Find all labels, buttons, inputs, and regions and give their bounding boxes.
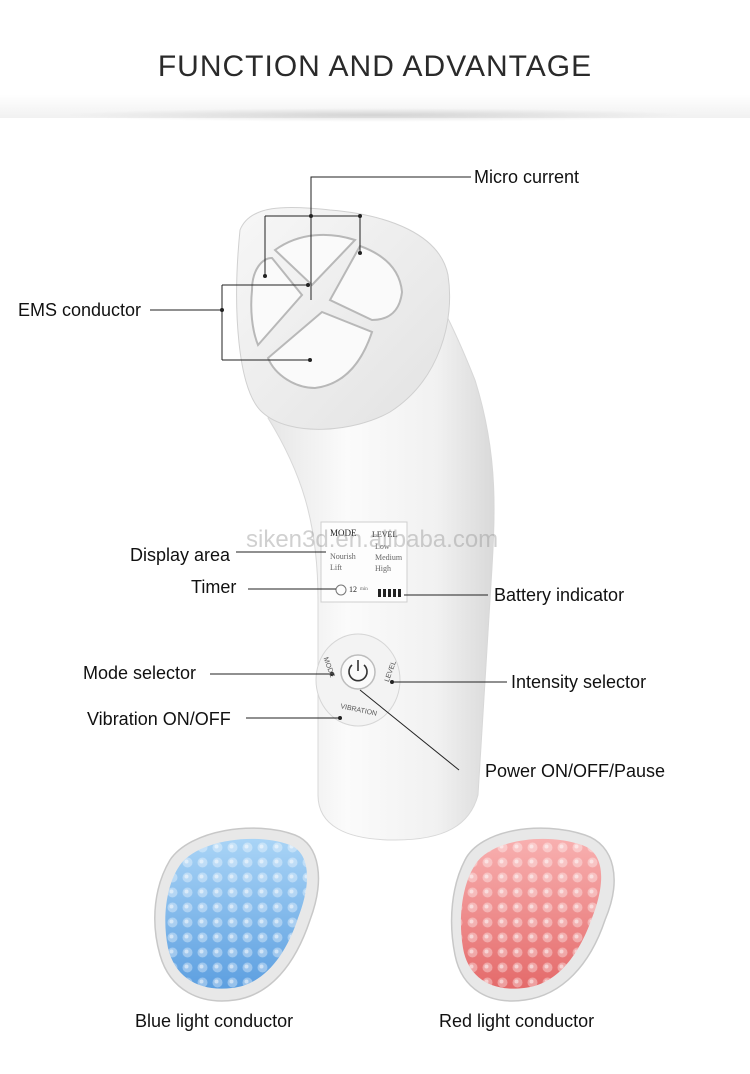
screen-timer-value: 12 xyxy=(349,585,357,594)
leader-dots xyxy=(220,214,394,720)
mode-button[interactable] xyxy=(318,650,336,692)
caption-red-light: Red light conductor xyxy=(439,1011,595,1031)
label-mode-selector: Mode selector xyxy=(83,663,197,683)
label-timer: Timer xyxy=(191,577,237,597)
screen-level-2: Medium xyxy=(375,553,403,562)
power-button[interactable] xyxy=(341,655,375,689)
timer-icon xyxy=(335,584,347,596)
caption-blue-light: Blue light conductor xyxy=(135,1011,294,1031)
level-button[interactable] xyxy=(380,650,398,692)
power-icon xyxy=(348,664,368,682)
label-display-area: Display area xyxy=(130,545,231,565)
battery-bars xyxy=(378,589,401,597)
conductor-plates xyxy=(250,233,404,390)
label-ems-conductor: EMS conductor xyxy=(18,300,142,320)
screen-mode-1: Nourish xyxy=(330,552,356,561)
screen-level-heading: LEVEL xyxy=(372,530,398,539)
screen-level-1: Low xyxy=(375,542,390,551)
screen-mode-heading: MODE xyxy=(330,528,357,538)
control-panel xyxy=(315,633,401,727)
screen-mode-2: Lift xyxy=(330,563,342,572)
vibration-button[interactable] xyxy=(334,700,380,720)
screen-timer-unit: min xyxy=(360,587,368,592)
label-power: Power ON/OFF/Pause xyxy=(485,761,666,781)
label-micro-current: Micro current xyxy=(474,167,580,187)
screen-level-3: High xyxy=(375,564,391,573)
watermark: siken3d.en.alibaba.com xyxy=(246,526,499,553)
page-title: FUNCTION AND ADVANTAGE xyxy=(157,50,593,83)
label-battery-indicator: Battery indicator xyxy=(494,585,625,605)
label-intensity-selector: Intensity selector xyxy=(511,672,647,692)
red-light-conductor xyxy=(450,827,615,1002)
header-shadow xyxy=(60,108,690,122)
blue-light-conductor xyxy=(154,827,320,1002)
header-band xyxy=(0,0,750,118)
label-vibration: Vibration ON/OFF xyxy=(87,709,231,729)
